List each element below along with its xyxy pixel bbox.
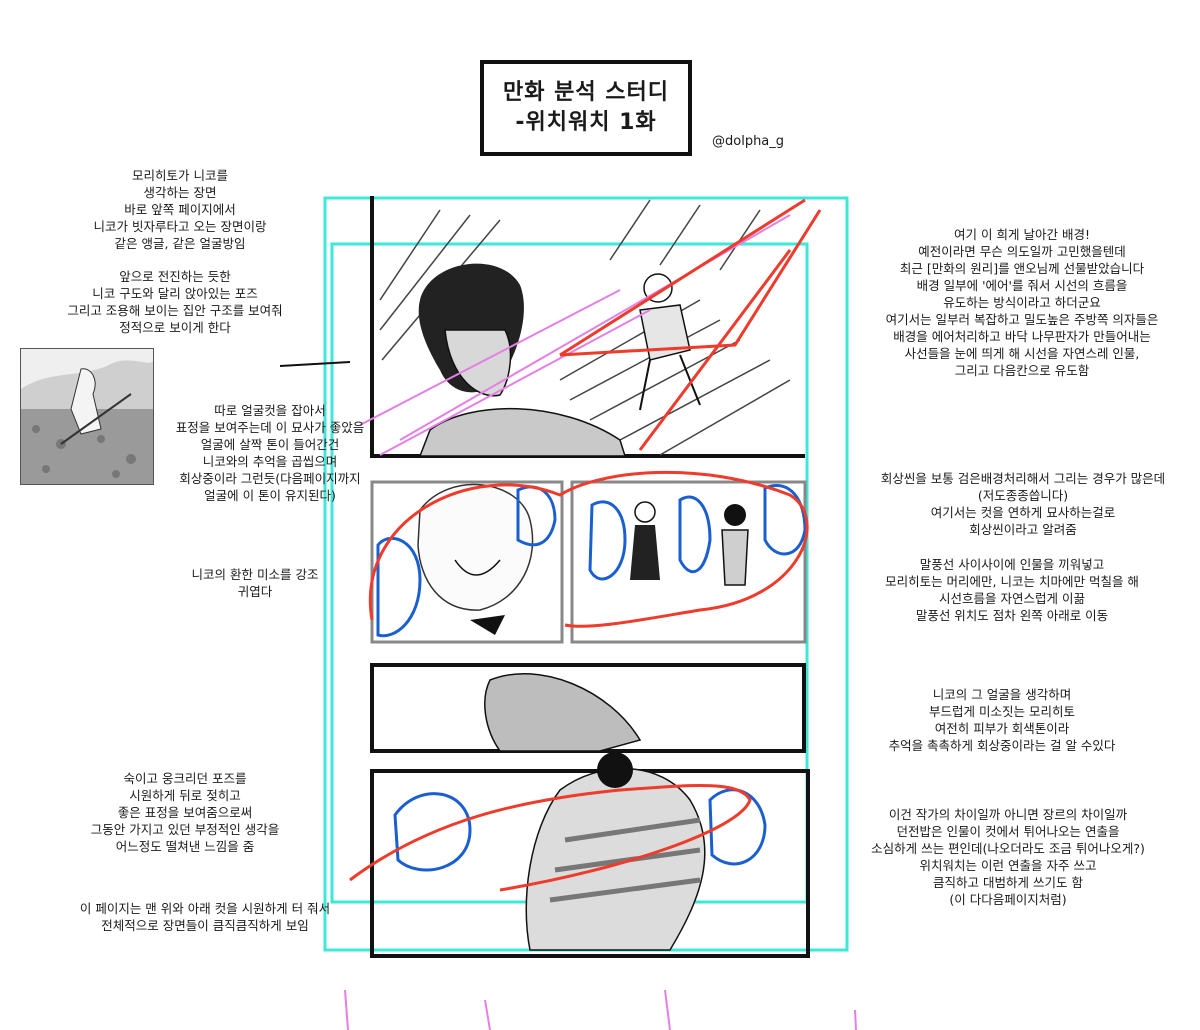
- title-line-1: 만화 분석 스터디: [503, 80, 669, 105]
- note-left-1: 모리히토가 니코를 생각하는 장면 바로 앞쪽 페이지에서 니코가 빗자루타고 …: [93, 168, 267, 251]
- note-left-6: 이 페이지는 맨 위와 아래 컷을 시원하게 터 줘서 전체적으로 장면들이 큼…: [79, 901, 331, 933]
- note-right-5: 이건 작가의 차이일까 아니면 장르의 차이일까 던전밥은 인물이 컷에서 튀어…: [871, 807, 1145, 907]
- note-right-4: 니코의 그 얼굴을 생각하며 부드럽게 미소짓는 모리히토 여전히 피부가 회색…: [888, 687, 1116, 753]
- note-right-3: 말풍선 사이사이에 인물을 끼워넣고 모리히토는 머리에만, 니코는 치마에만 …: [885, 557, 1139, 623]
- note-left-3: 따로 얼굴컷을 잡아서 표정을 보여주는데 이 묘사가 좋았음 얼굴에 살짝 톤…: [175, 403, 365, 503]
- panel-2b: [570, 480, 807, 644]
- note-left-5: 숙이고 웅크리던 포즈를 시원하게 뒤로 젖히고 좋은 표정을 보여줌으로써 그…: [90, 771, 280, 854]
- reference-thumbnail: [20, 348, 154, 485]
- note-right-2: 회상씬을 보통 검은배경처리해서 그리는 경우가 많은데 (저도종종씁니다) 여…: [880, 471, 1166, 537]
- note-left-2: 앞으로 전진하는 듯한 니코 구도와 달리 앉아있는 포즈 그리고 조용해 보이…: [67, 269, 283, 335]
- panel-1: [279, 196, 822, 458]
- note-right-1: 여기 이 희게 날아간 배경! 예전이라면 무슨 의도일까 고민했을텐데 최근 …: [885, 227, 1159, 378]
- title-box: 만화 분석 스터디 -위치워치 1화: [480, 60, 692, 156]
- author-credit: @dolpha_g: [712, 134, 785, 149]
- note-left-4: 니코의 환한 미소를 강조 귀엽다: [191, 567, 319, 599]
- title-line-2: -위치워치 1화: [515, 110, 657, 135]
